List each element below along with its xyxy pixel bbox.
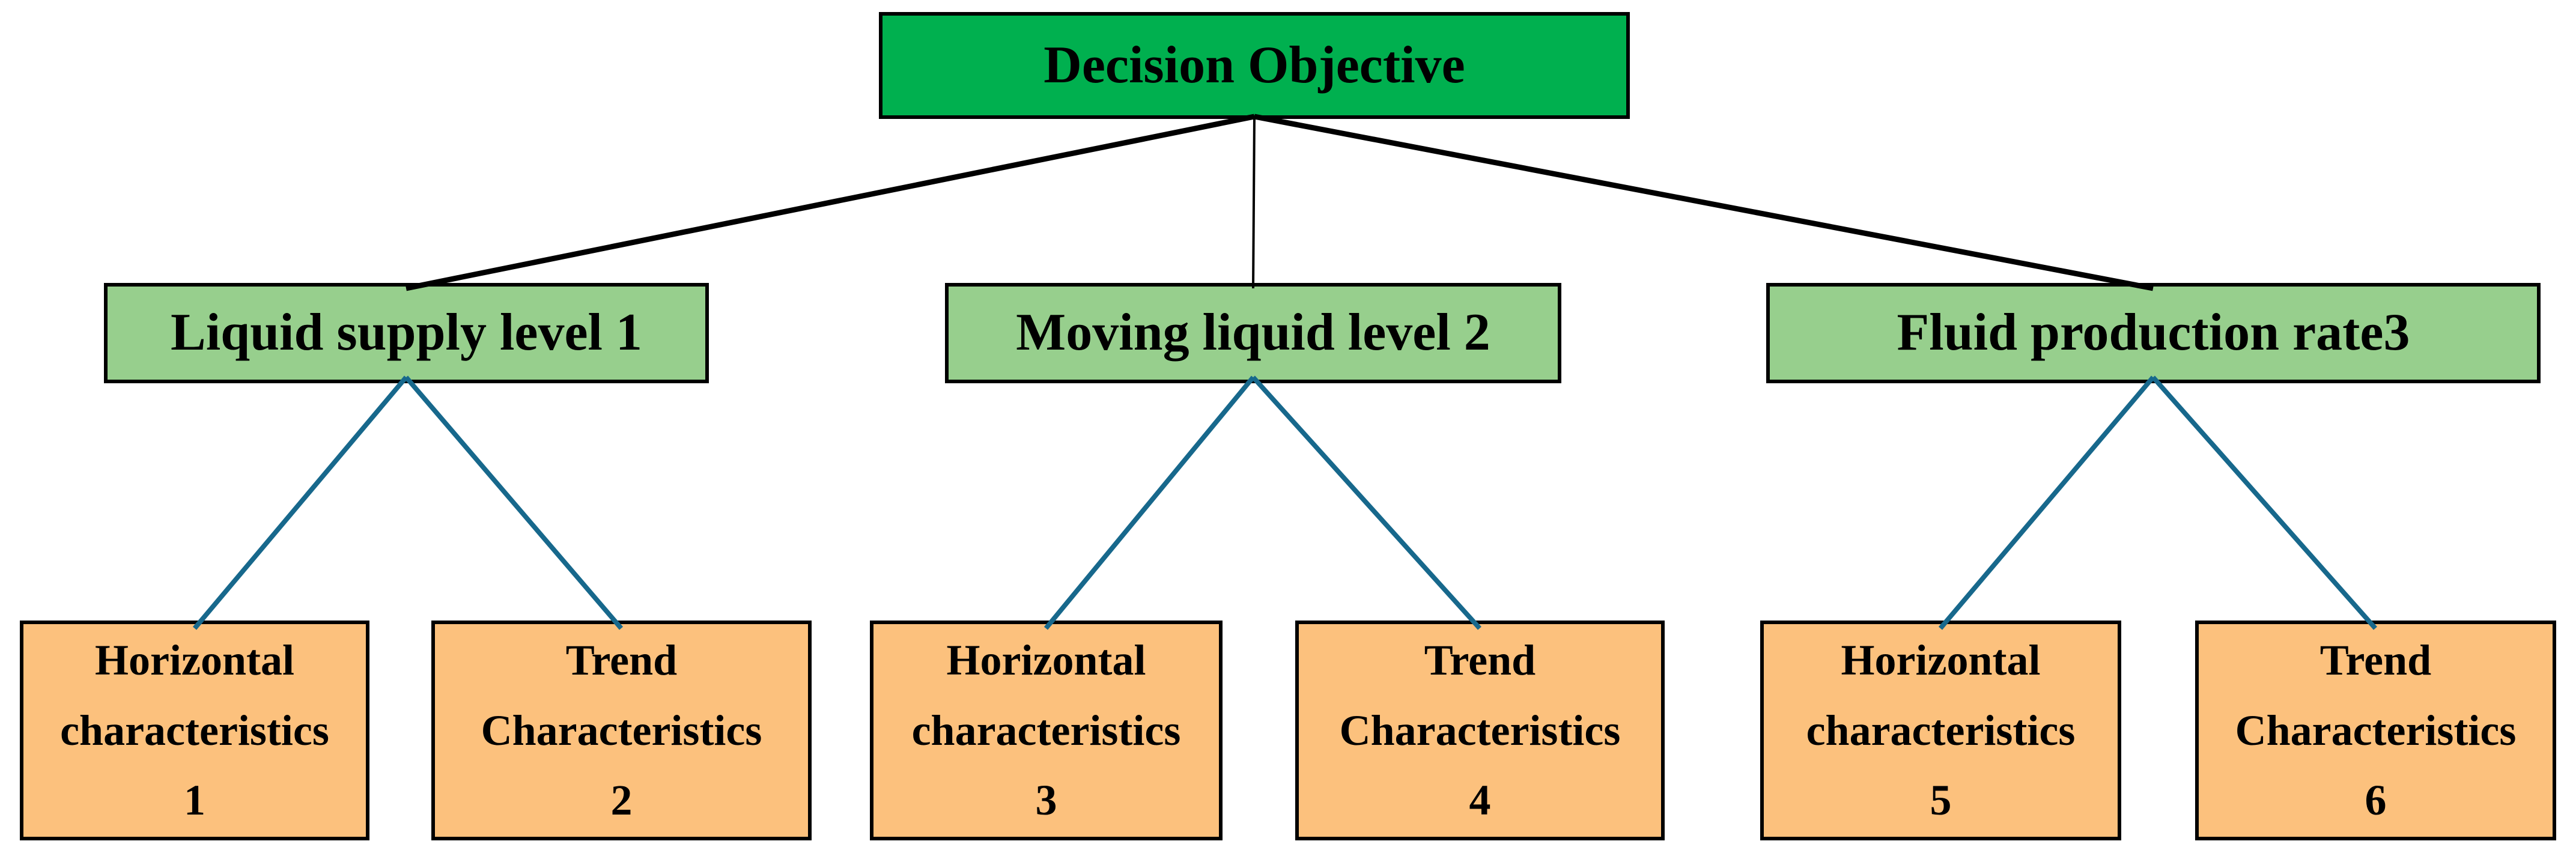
edge-criterion-3-to-characteristic-5 (1938, 375, 2155, 630)
node-characteristic-6: Trend Characteristics 6 (2195, 621, 2556, 840)
edge-criterion-1-to-characteristic-2 (404, 375, 624, 630)
edge-root-to-criterion-2 (1252, 116, 1256, 289)
node-characteristic-5: Horizontal characteristics 5 (1760, 621, 2121, 840)
node-criterion-moving-liquid-level: Moving liquid level 2 (945, 283, 1561, 383)
node-characteristic-3: Horizontal characteristics 3 (870, 621, 1223, 840)
edge-criterion-2-to-characteristic-4 (1251, 375, 1481, 630)
edge-root-to-criterion-1 (406, 114, 1255, 291)
node-decision-objective: Decision Objective (879, 12, 1630, 119)
node-characteristic-1: Horizontal characteristics 1 (20, 621, 369, 840)
edge-criterion-1-to-characteristic-1 (192, 375, 409, 630)
node-criterion-fluid-production-rate: Fluid production rate3 (1766, 283, 2541, 383)
node-characteristic-2: Trend Characteristics 2 (431, 621, 812, 840)
edge-root-to-criterion-3 (1254, 114, 2154, 291)
edge-criterion-3-to-characteristic-6 (2151, 375, 2377, 630)
node-criterion-liquid-supply-level: Liquid supply level 1 (104, 283, 709, 383)
node-characteristic-4: Trend Characteristics 4 (1295, 621, 1665, 840)
edge-criterion-2-to-characteristic-3 (1043, 375, 1256, 630)
